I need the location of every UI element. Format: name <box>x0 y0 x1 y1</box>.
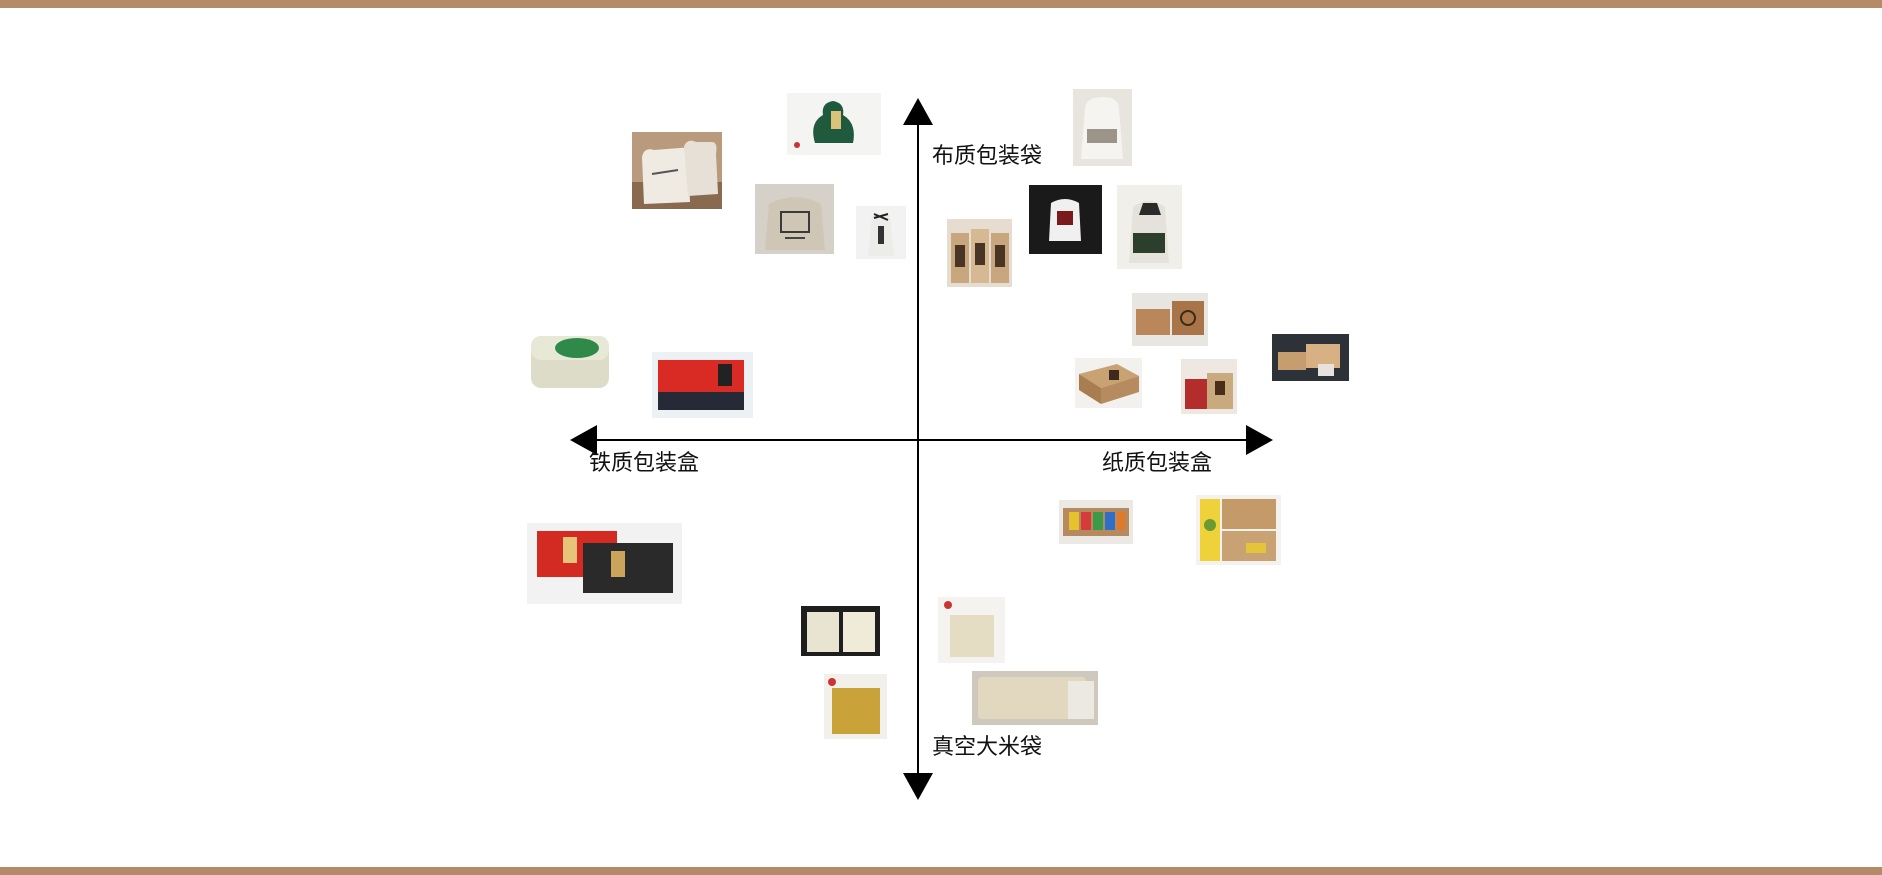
product-image-kraft-yellow-box <box>1196 495 1281 565</box>
arrow-up-icon <box>903 98 933 125</box>
product-image-vacuum-single <box>938 597 1005 663</box>
product-image-green-tin <box>525 318 617 402</box>
product-image-kraft-set-dark <box>1272 334 1349 381</box>
product-image-small-tied-bag <box>856 206 906 259</box>
product-image-red-tin <box>652 352 753 418</box>
product-image-linen-print-bag <box>755 184 834 254</box>
product-image-cloth-bag-pair <box>632 132 722 209</box>
product-image-wugu-bag <box>1117 185 1182 269</box>
product-image-vacuum-gold <box>824 674 887 739</box>
product-image-red-set-box <box>1181 359 1237 414</box>
product-image-red-black-tins <box>527 523 682 604</box>
axis-label-paper-box: 纸质包装盒 <box>1102 451 1213 476</box>
product-image-kraft-gift-box <box>1075 358 1142 408</box>
arrow-down-icon <box>903 773 933 800</box>
product-image-kraft-box-open <box>1132 293 1208 346</box>
arrow-left-icon <box>570 425 597 455</box>
product-image-vacuum-pair <box>801 606 880 656</box>
axis-label-cloth-bag: 布质包装袋 <box>932 144 1043 169</box>
product-image-colorful-pack-box <box>1059 500 1133 544</box>
product-image-white-drawstring-bag <box>1073 89 1132 166</box>
bottom-border-band <box>0 867 1882 875</box>
product-image-vacuum-flat <box>972 671 1098 725</box>
axis-label-iron-box: 铁质包装盒 <box>589 451 700 476</box>
arrow-right-icon <box>1246 425 1273 455</box>
product-image-triple-kraft-bags <box>947 219 1012 287</box>
product-image-green-gourd-bag <box>787 93 881 155</box>
top-border-band <box>0 0 1882 8</box>
product-image-dark-bg-bag <box>1029 185 1102 254</box>
axis-label-vacuum-rice-bag: 真空大米袋 <box>932 735 1043 760</box>
